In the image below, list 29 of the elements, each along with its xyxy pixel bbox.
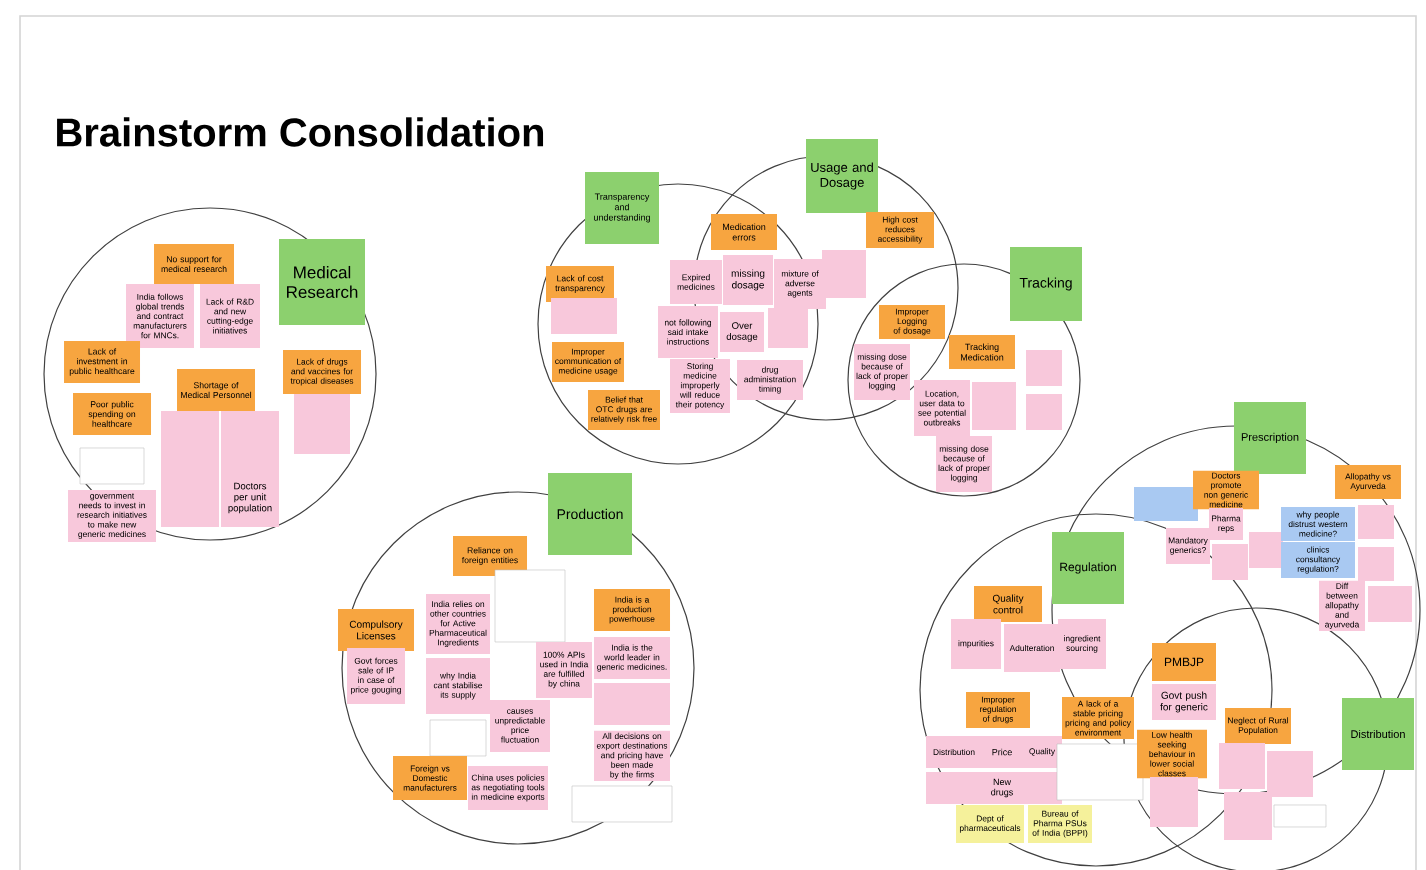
- sticky-note: [1224, 792, 1272, 840]
- topic-note: Medical Research: [279, 239, 365, 325]
- sticky-note: [161, 411, 219, 469]
- sticky-note: [1134, 487, 1198, 521]
- sticky-note: [294, 394, 350, 454]
- sticky-note: [822, 250, 866, 298]
- sticky-note: [1150, 777, 1198, 827]
- sticky-note: [221, 411, 279, 469]
- link-card: [571, 785, 673, 823]
- sticky-note: [1267, 751, 1313, 797]
- sticky-note: [972, 382, 1016, 430]
- link-card: [429, 719, 487, 757]
- link-card: [494, 569, 566, 643]
- sticky-note: [551, 298, 617, 334]
- sticky-note: [1026, 350, 1062, 386]
- sticky-note: [1358, 505, 1394, 539]
- sticky-note: [926, 772, 982, 804]
- sticky-note: [1212, 544, 1248, 580]
- sticky-note: [161, 469, 219, 527]
- sticky-note: [768, 308, 808, 348]
- sticky-note: [1368, 586, 1412, 622]
- sticky-note: [594, 683, 670, 725]
- link-card: [1273, 804, 1327, 828]
- sticky-note: [1358, 547, 1394, 581]
- sticky-note: [1026, 394, 1062, 430]
- title: Brainstorm Consolidation: [57, 117, 544, 147]
- link-card: [1056, 743, 1144, 801]
- link-card: [79, 447, 145, 485]
- sticky-note: [1219, 743, 1265, 789]
